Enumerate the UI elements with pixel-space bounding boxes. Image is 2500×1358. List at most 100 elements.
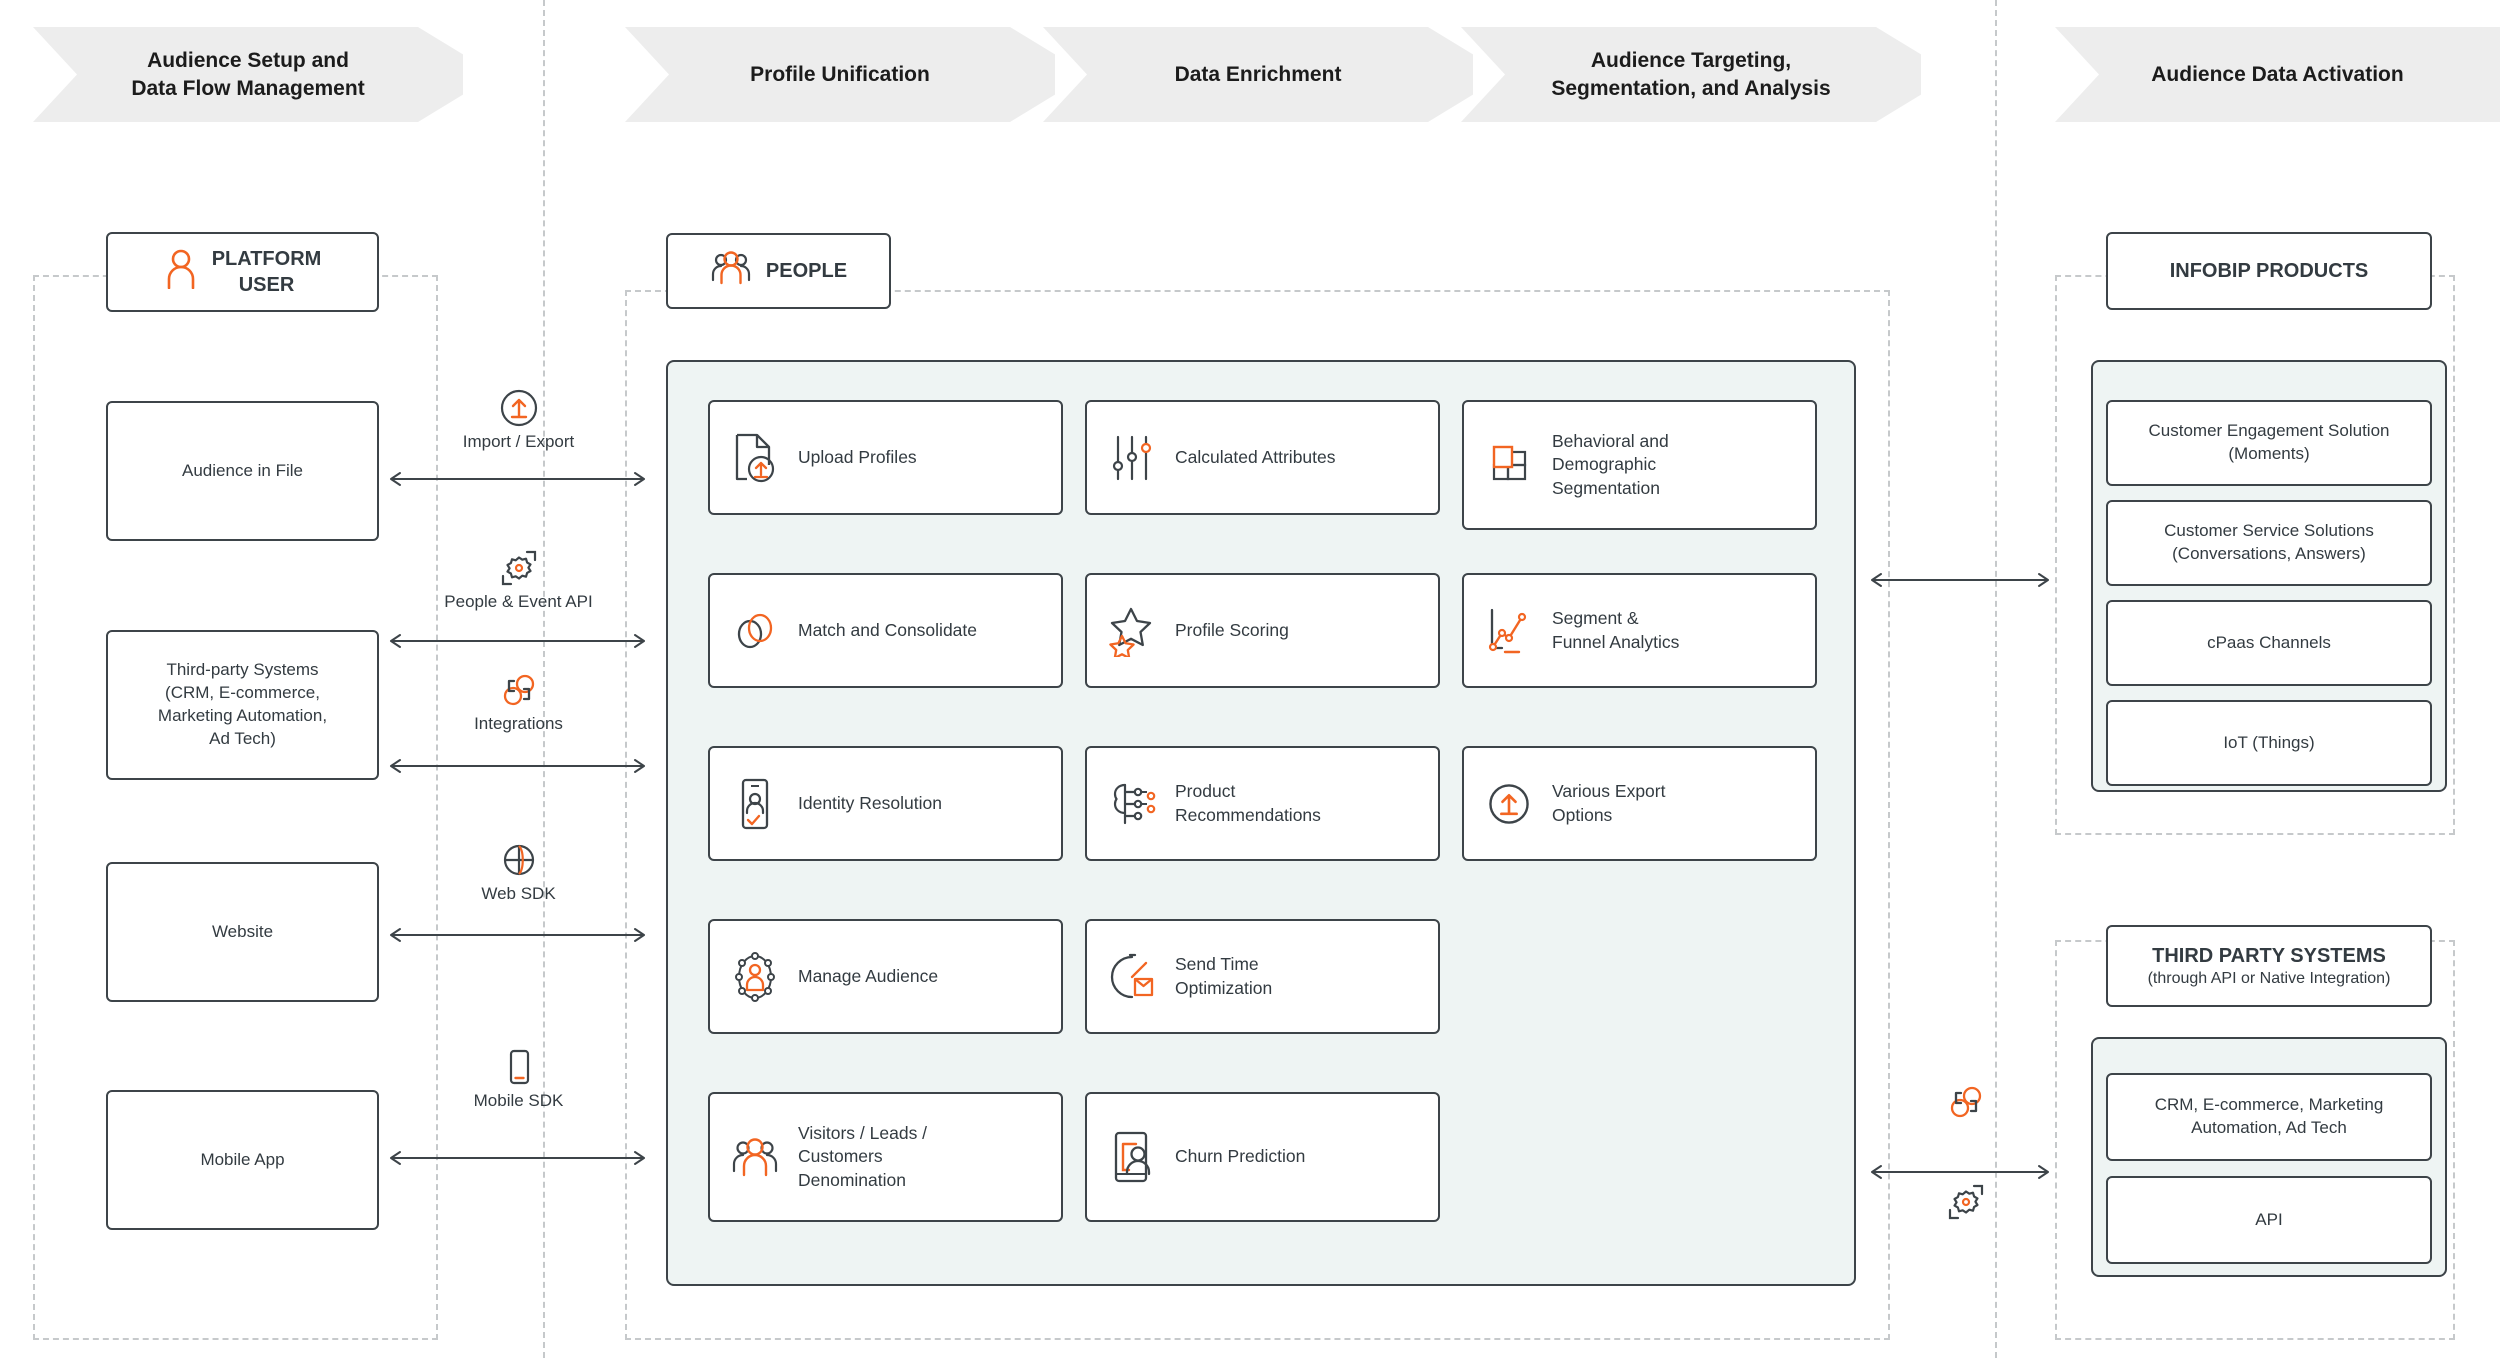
connector-label: Integrations — [474, 714, 563, 733]
phase-label-line: Segmentation, and Analysis — [1551, 76, 1831, 100]
platform-user-chip: PLATFORM USER — [106, 232, 379, 312]
card-visitors-leads-customers[interactable]: Visitors / Leads / Customers Denominatio… — [708, 1092, 1063, 1222]
third-party-item-crm[interactable]: CRM, E-commerce, Marketing Automation, A… — [2106, 1073, 2432, 1161]
card-label: Product Recommendations — [1175, 781, 1321, 825]
card-behavioral-demographic-segmentation[interactable]: Behavioral and Demographic Segmentation — [1462, 400, 1817, 530]
third-party-item-api[interactable]: API — [2106, 1176, 2432, 1264]
phase-label-line: Profile Unification — [750, 62, 930, 86]
people-group-icon — [710, 251, 752, 291]
infobip-products-chip: INFOBIP PRODUCTS — [2106, 232, 2432, 310]
upload-circle-icon — [497, 386, 541, 430]
card-product-recommendations[interactable]: Product Recommendations — [1085, 746, 1440, 861]
phase-divider-2 — [1995, 0, 1997, 1358]
source-label: Website — [211, 921, 274, 941]
arrow-import-export — [379, 469, 656, 489]
arrow-integrations — [379, 756, 656, 776]
arrow-center-to-infobip — [1860, 570, 2060, 590]
phase-label-line: Audience Setup and — [147, 48, 349, 72]
sliders-icon — [1105, 431, 1159, 485]
source-label: Third-party Systems (CRM, E-commerce, Ma… — [157, 660, 328, 748]
source-label: Audience in File — [182, 460, 303, 480]
phase-divider-1 — [543, 0, 545, 1358]
card-label: Profile Scoring — [1175, 619, 1289, 640]
infobip-item-cpaas-channels[interactable]: cPaas Channels — [2106, 600, 2432, 686]
third-party-chip-line2: (through API or Native Integration) — [2147, 969, 2391, 987]
connector-label: People & Event API — [444, 592, 593, 611]
card-label: Behavioral and Demographic Segmentation — [1552, 430, 1669, 498]
integrations-link-icon — [1944, 1080, 1988, 1124]
brain-network-icon — [1105, 777, 1159, 831]
third-party-chip-label: THIRD PARTY SYSTEMS (through API or Nati… — [2148, 943, 2391, 990]
phase-label-line: Audience Data Activation — [2151, 62, 2404, 86]
upload-file-icon — [728, 431, 782, 485]
manage-audience-icon — [728, 950, 782, 1004]
source-mobile-app[interactable]: Mobile App — [106, 1090, 379, 1230]
phase-chevron-audience-setup: Audience Setup and Data Flow Management — [33, 27, 463, 122]
card-identity-resolution[interactable]: Identity Resolution — [708, 746, 1063, 861]
phase-chevron-data-enrichment: Data Enrichment — [1043, 27, 1473, 122]
people-chip-label: PEOPLE — [765, 260, 848, 282]
platform-user-label: PLATFORM USER — [212, 246, 322, 298]
card-label: Manage Audience — [798, 965, 939, 986]
card-upload-profiles[interactable]: Upload Profiles — [708, 400, 1063, 515]
card-various-export-options[interactable]: Various Export Options — [1462, 746, 1817, 861]
arrow-mobile-sdk — [379, 1148, 656, 1168]
user-icon — [164, 249, 198, 295]
connector-label: Web SDK — [481, 884, 556, 903]
infobip-item-iot-things[interactable]: IoT (Things) — [2106, 700, 2432, 786]
card-manage-audience[interactable]: Manage Audience — [708, 919, 1063, 1034]
infobip-item-customer-service[interactable]: Customer Service Solutions (Conversation… — [2106, 500, 2432, 586]
card-label: Upload Profiles — [798, 446, 917, 467]
people-group-icon — [728, 1130, 782, 1184]
third-party-item-label: CRM, E-commerce, Marketing Automation, A… — [2154, 1095, 2384, 1137]
card-label: Calculated Attributes — [1175, 446, 1336, 467]
card-calculated-attributes[interactable]: Calculated Attributes — [1085, 400, 1440, 515]
source-audience-in-file[interactable]: Audience in File — [106, 401, 379, 541]
stars-icon — [1105, 604, 1159, 658]
source-third-party-systems[interactable]: Third-party Systems (CRM, E-commerce, Ma… — [106, 630, 379, 780]
infobip-item-label: IoT (Things) — [2223, 732, 2315, 752]
infobip-item-customer-engagement[interactable]: Customer Engagement Solution (Moments) — [2106, 400, 2432, 486]
phase-header: Audience Setup and Data Flow Management … — [0, 27, 2500, 122]
integrations-link-icon — [497, 668, 541, 712]
card-label: Churn Prediction — [1175, 1146, 1306, 1167]
card-label: Match and Consolidate — [798, 619, 977, 640]
card-send-time-optimization[interactable]: Send Time Optimization — [1085, 919, 1440, 1034]
card-segment-funnel-analytics[interactable]: Segment & Funnel Analytics — [1462, 573, 1817, 688]
card-churn-prediction[interactable]: Churn Prediction — [1085, 1092, 1440, 1222]
match-consolidate-icon — [728, 604, 782, 658]
globe-icon — [497, 838, 541, 882]
card-match-and-consolidate[interactable]: Match and Consolidate — [708, 573, 1063, 688]
third-party-systems-chip: THIRD PARTY SYSTEMS (through API or Nati… — [2106, 925, 2432, 1007]
connector-label: Import / Export — [462, 432, 575, 451]
infobip-item-label: Customer Engagement Solution (Moments) — [2148, 421, 2390, 463]
infobip-item-label: cPaas Channels — [2207, 632, 2331, 652]
card-label: Various Export Options — [1552, 781, 1666, 825]
card-label: Segment & Funnel Analytics — [1552, 608, 1680, 652]
send-time-icon — [1105, 950, 1159, 1004]
infobip-products-label: INFOBIP PRODUCTS — [2169, 260, 2369, 282]
arrow-web-sdk — [379, 925, 656, 945]
phase-chevron-profile-unification: Profile Unification — [625, 27, 1055, 122]
mobile-icon — [497, 1045, 541, 1089]
arrow-center-to-third-party — [1860, 1162, 2060, 1182]
card-label: Visitors / Leads / Customers Denominatio… — [798, 1122, 928, 1190]
phase-label-line: Data Enrichment — [1174, 62, 1342, 86]
analytics-icon — [1482, 604, 1536, 658]
card-label: Send Time Optimization — [1175, 954, 1273, 998]
api-gear-icon — [497, 546, 541, 590]
zone-people — [625, 290, 1890, 1340]
identity-card-icon — [728, 777, 782, 831]
source-website[interactable]: Website — [106, 862, 379, 1002]
card-profile-scoring[interactable]: Profile Scoring — [1085, 573, 1440, 688]
upload-circle-icon — [1482, 777, 1536, 831]
third-party-item-label: API — [2255, 1209, 2283, 1229]
people-chip: PEOPLE — [666, 233, 891, 309]
arrow-people-event-api — [379, 631, 656, 651]
phase-chevron-audience-activation: Audience Data Activation — [2055, 27, 2500, 122]
phase-label-line: Audience Targeting, — [1590, 48, 1792, 72]
api-gear-icon — [1944, 1180, 1988, 1224]
phase-chevron-audience-targeting: Audience Targeting, Segmentation, and An… — [1461, 27, 1921, 122]
source-label: Mobile App — [200, 1149, 285, 1169]
